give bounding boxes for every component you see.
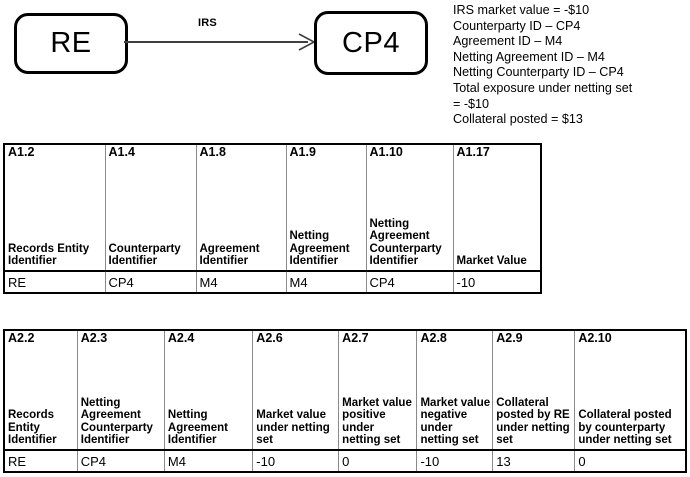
annotation-line: Collateral posted = $13 <box>453 112 583 127</box>
column-code: A1.2 <box>3 143 106 165</box>
column-code: A1.8 <box>195 143 287 165</box>
column-header: Records Entity Identifier <box>3 165 106 272</box>
column-code: A2.2 <box>3 329 78 351</box>
column-code: A1.9 <box>285 143 367 165</box>
column-header: Records Entity Identifier <box>3 351 78 451</box>
annotation-line: Counterparty ID – CP4 <box>453 18 581 33</box>
column-header: Counterparty Identifier <box>104 165 197 272</box>
flow-edge-label: IRS <box>198 17 217 29</box>
column-code: A1.10 <box>365 143 454 165</box>
column-header: Collateral posted by counterparty under … <box>574 351 687 451</box>
column-code: A2.3 <box>76 329 165 351</box>
table-row: RE CP4 M4 -10 0 -10 13 0 <box>3 449 687 473</box>
column-code: A2.4 <box>163 329 254 351</box>
column-code: A2.10 <box>574 329 687 351</box>
column-header: Market value under netting set <box>252 351 340 451</box>
table-cell: 0 <box>338 449 418 473</box>
entity-node-re-label: RE <box>50 27 92 59</box>
table-cell: M4 <box>163 449 254 473</box>
table-cell: -10 <box>252 449 340 473</box>
column-code: A2.8 <box>416 329 494 351</box>
column-header: Netting Agreement Identifier <box>163 351 254 451</box>
annotation-line: Netting Agreement ID – M4 <box>453 49 605 64</box>
annotation-line: Agreement ID – M4 <box>453 34 563 49</box>
table-cell: -10 <box>416 449 494 473</box>
table-cell: M4 <box>195 270 287 294</box>
table-cell: RE <box>3 449 78 473</box>
table-cell: CP4 <box>104 270 197 294</box>
table-cell: 0 <box>574 449 687 473</box>
column-header: Netting Agreement Counterparty Identifie… <box>76 351 165 451</box>
table-a1-header-row: Records Entity Identifier Counterparty I… <box>3 165 542 272</box>
annotation-text-block: IRS market value = -$10 Counterparty ID … <box>453 3 690 128</box>
table-a2: A2.2 A2.3 A2.4 A2.6 A2.7 A2.8 A2.9 A2.10… <box>3 329 687 473</box>
annotation-line: IRS market value = -$10 <box>453 3 590 17</box>
table-cell: -10 <box>452 270 542 294</box>
table-cell: RE <box>3 270 106 294</box>
entity-node-re[interactable]: RE <box>14 13 128 74</box>
column-code: A2.7 <box>338 329 418 351</box>
column-code: A1.17 <box>452 143 542 165</box>
table-a2-code-row: A2.2 A2.3 A2.4 A2.6 A2.7 A2.8 A2.9 A2.10 <box>3 329 687 351</box>
column-header: Market value positive under netting set <box>338 351 418 451</box>
entity-node-cp4-label: CP4 <box>342 26 400 59</box>
table-a1: A1.2 A1.4 A1.8 A1.9 A1.10 A1.17 Records … <box>3 143 542 294</box>
flow-connector-line <box>124 41 308 43</box>
column-header: Market Value <box>452 165 542 272</box>
table-cell: M4 <box>285 270 367 294</box>
table-a1-code-row: A1.2 A1.4 A1.8 A1.9 A1.10 A1.17 <box>3 143 542 165</box>
entity-flow-diagram: RE IRS CP4 <box>0 0 450 140</box>
annotation-line: = -$10 <box>453 96 490 111</box>
annotation-line: Total exposure under netting set <box>453 80 633 95</box>
column-header: Netting Agreement Counterparty Identifie… <box>365 165 454 272</box>
column-code: A2.9 <box>492 329 576 351</box>
table-cell: 13 <box>492 449 576 473</box>
column-code: A1.4 <box>104 143 197 165</box>
column-header: Collateral posted by RE under netting se… <box>492 351 576 451</box>
column-header: Agreement Identifier <box>195 165 287 272</box>
column-header: Netting Agreement Identifier <box>285 165 367 272</box>
column-code: A2.6 <box>252 329 340 351</box>
column-header: Market value negative under netting set <box>416 351 494 451</box>
table-cell: CP4 <box>365 270 454 294</box>
table-a2-header-row: Records Entity Identifier Netting Agreem… <box>3 351 687 451</box>
table-cell: CP4 <box>76 449 165 473</box>
entity-node-cp4[interactable]: CP4 <box>314 11 428 75</box>
annotation-line: Netting Counterparty ID – CP4 <box>453 65 624 80</box>
table-row: RE CP4 M4 M4 CP4 -10 <box>3 270 542 294</box>
